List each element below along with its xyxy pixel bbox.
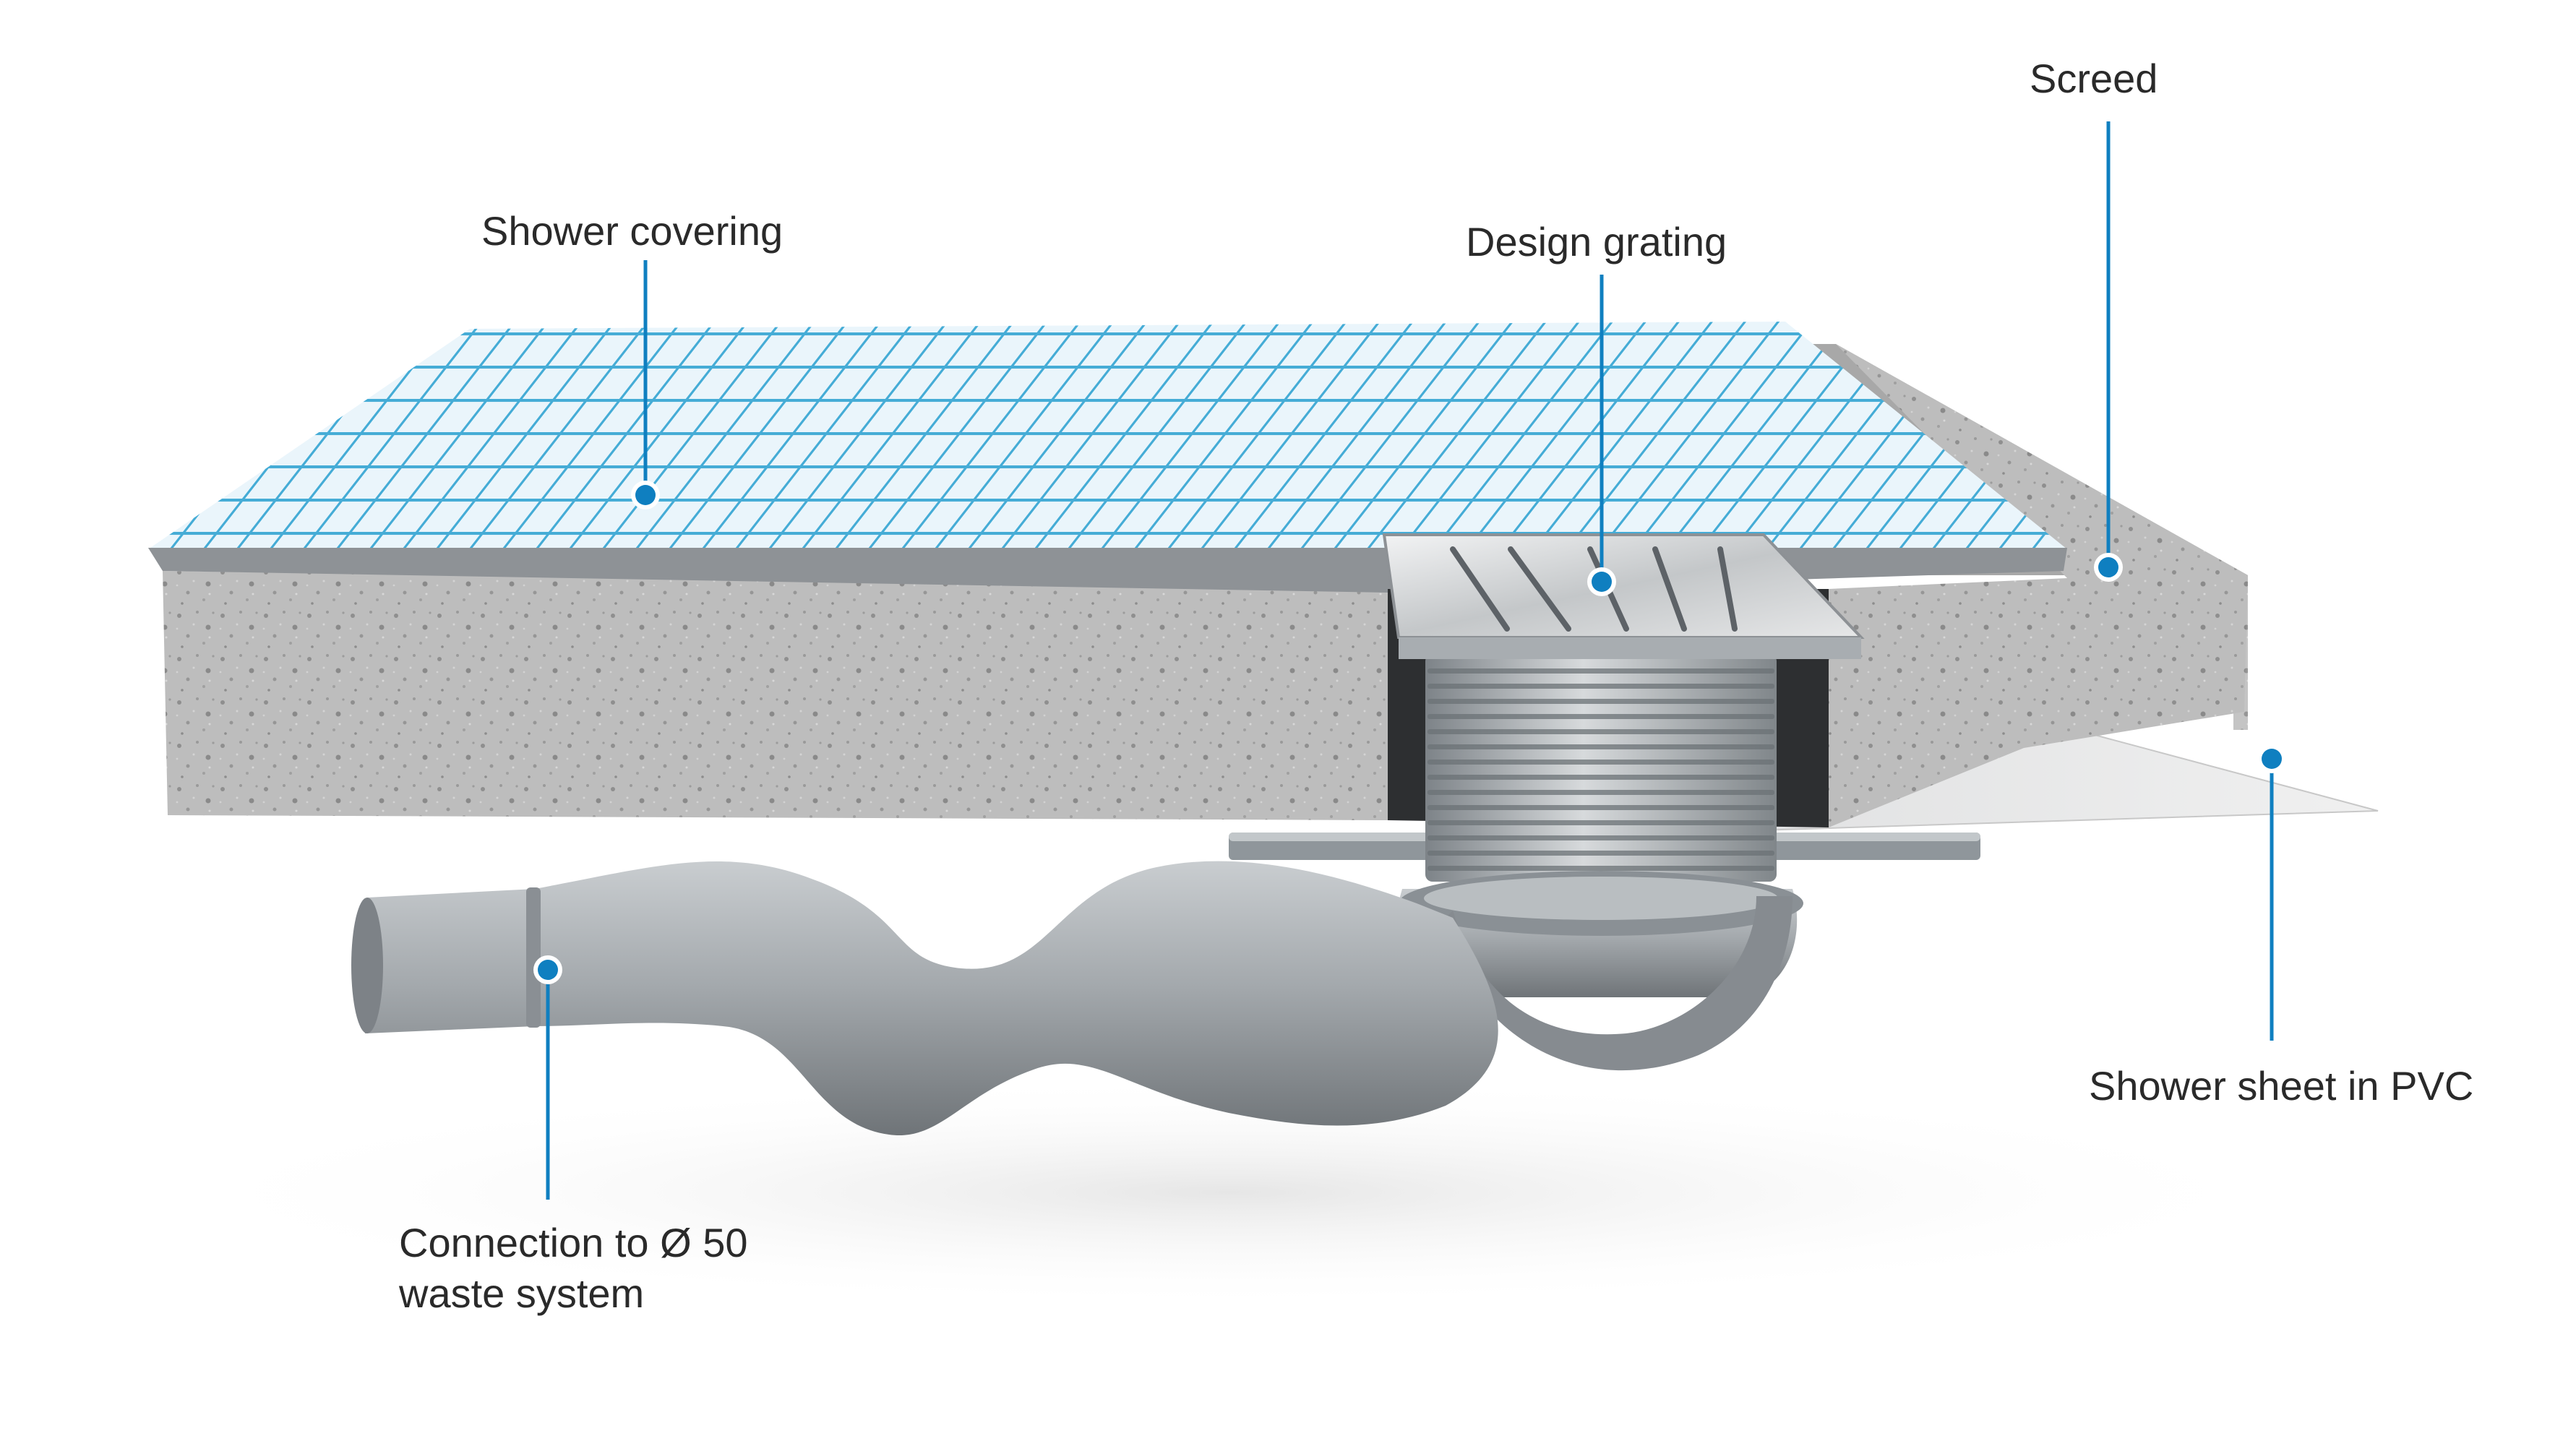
label-connection-line2: waste system bbox=[399, 1270, 645, 1316]
label-screed: Screed bbox=[2030, 56, 2158, 101]
riser-rib bbox=[1427, 699, 1774, 704]
callout-markers bbox=[533, 481, 2286, 984]
pipe-mouth bbox=[351, 898, 383, 1033]
ground-shadow bbox=[145, 1077, 2313, 1308]
pipe-sleeve-ring bbox=[526, 887, 541, 1028]
riser-ribs bbox=[1427, 668, 1774, 871]
riser-rib bbox=[1427, 744, 1774, 749]
trap-elbow bbox=[1438, 896, 1793, 1071]
callout-lines bbox=[546, 121, 2274, 1200]
trap-top-inner bbox=[1424, 877, 1778, 920]
dot-marker-icon bbox=[2257, 744, 2286, 773]
waste-pipe bbox=[365, 861, 1498, 1136]
riser-rib bbox=[1427, 760, 1774, 765]
screed-right-side bbox=[1836, 344, 2248, 712]
riser-rib bbox=[1427, 866, 1774, 871]
grating-rim bbox=[1399, 637, 1861, 659]
grating-slot bbox=[1508, 546, 1571, 632]
label-shower-covering: Shower covering bbox=[481, 208, 783, 254]
riser-rib bbox=[1427, 668, 1774, 674]
label-connection-line1: Connection to Ø 50 bbox=[399, 1220, 748, 1265]
grating-slot bbox=[1450, 546, 1510, 632]
riser-rib bbox=[1427, 714, 1774, 719]
dot-marker-icon bbox=[1587, 567, 1616, 596]
tile-surface bbox=[148, 322, 2067, 549]
riser-rib bbox=[1427, 805, 1774, 810]
riser-rib bbox=[1427, 790, 1774, 795]
dot-marker-icon bbox=[533, 955, 562, 984]
riser-rib bbox=[1427, 835, 1774, 840]
screed-front-left bbox=[163, 571, 1388, 820]
riser-rib bbox=[1427, 820, 1774, 825]
label-shower-sheet: Shower sheet in PVC bbox=[2089, 1063, 2474, 1109]
label-design-grating: Design grating bbox=[1466, 219, 1727, 264]
dot-marker-icon bbox=[631, 481, 660, 509]
grating-slot bbox=[1652, 546, 1687, 632]
riser-rib bbox=[1427, 729, 1774, 734]
dot-marker-icon bbox=[2094, 553, 2123, 582]
riser-rib bbox=[1427, 684, 1774, 689]
grating-slot bbox=[1717, 546, 1738, 632]
riser-rib bbox=[1427, 775, 1774, 780]
riser-rib bbox=[1427, 851, 1774, 856]
